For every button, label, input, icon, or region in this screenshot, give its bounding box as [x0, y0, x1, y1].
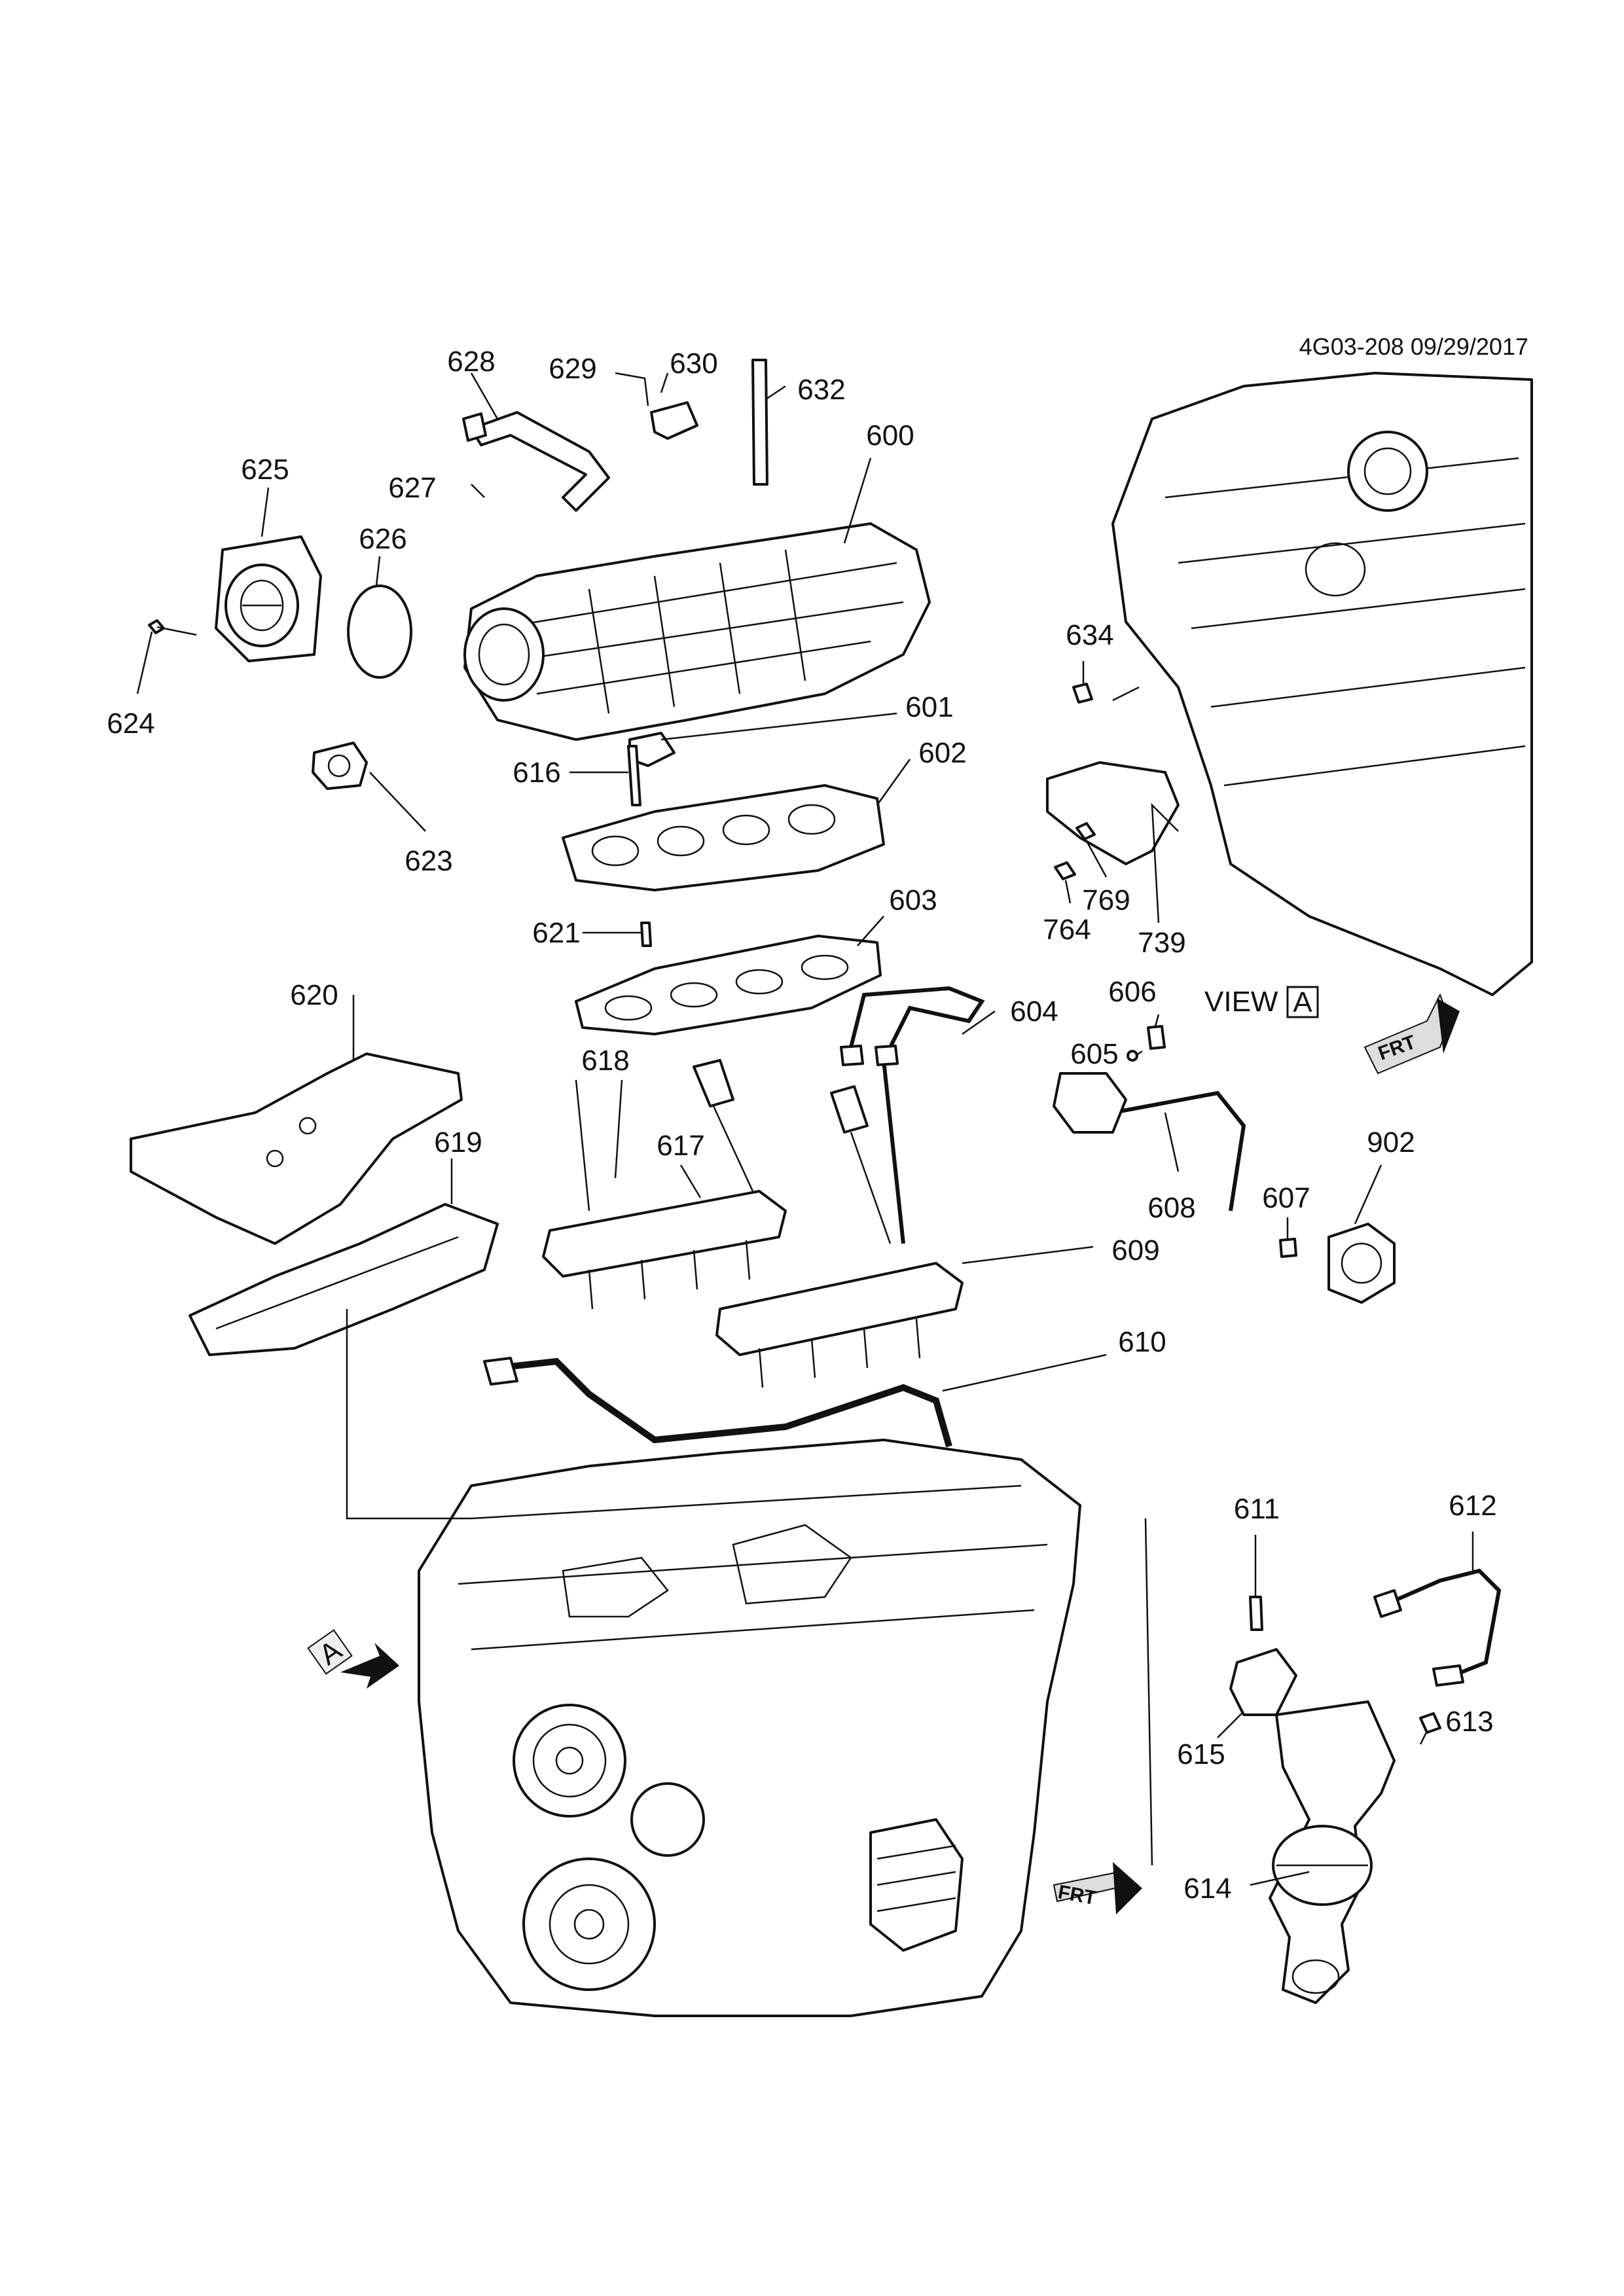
- callout-610: 610: [1118, 1326, 1166, 1358]
- nut-613: [1419, 1712, 1441, 1734]
- gasket-615: [1229, 1648, 1297, 1716]
- view-letter-text: A: [1293, 986, 1312, 1018]
- fuel-rail-right: [715, 1262, 964, 1388]
- callout-626: 626: [359, 523, 406, 555]
- callout-621: 621: [532, 917, 580, 949]
- callout-608: 608: [1147, 1192, 1195, 1224]
- callout-617: 617: [657, 1130, 704, 1162]
- engine-block: [418, 1439, 1081, 2017]
- callout-634: 634: [1066, 619, 1113, 651]
- view-a-label: VIEW A: [1204, 986, 1319, 1018]
- bolt-764: [1054, 861, 1076, 880]
- intake-manifold: [463, 522, 931, 741]
- callout-609: 609: [1111, 1234, 1159, 1266]
- callout-605: 605: [1070, 1038, 1118, 1070]
- callout-628: 628: [447, 346, 495, 378]
- callout-numbers: 628 629 630 632 600 625 627 626 624 623 …: [107, 346, 1496, 1905]
- callout-620: 620: [290, 979, 338, 1011]
- callout-764: 764: [1043, 914, 1091, 946]
- breather-tube-610: [483, 1357, 952, 1448]
- view-label-text: VIEW: [1204, 986, 1278, 1018]
- callout-624: 624: [107, 708, 154, 740]
- callout-607: 607: [1262, 1182, 1310, 1214]
- fuel-pump-902: [1327, 1223, 1396, 1304]
- diagram-reference: 4G03-208 09/29/2017: [1299, 333, 1528, 360]
- fuel-rail-left: [542, 1190, 787, 1310]
- callout-600: 600: [866, 420, 914, 452]
- engine-view-a: [1046, 372, 1533, 996]
- callout-629: 629: [549, 353, 596, 385]
- leader-lines: [136, 372, 1474, 1886]
- callout-623: 623: [405, 845, 452, 877]
- callout-632: 632: [797, 374, 845, 406]
- callout-769: 769: [1082, 884, 1130, 916]
- lower-gasket-603: [575, 935, 882, 1035]
- stud-611: [1249, 1596, 1263, 1631]
- bolt-607: [1279, 1238, 1297, 1258]
- bracket-739: [1046, 761, 1180, 865]
- view-letter-box: [1286, 986, 1319, 1018]
- pcv-hose: [462, 411, 610, 512]
- throttle-bolt: [148, 619, 197, 636]
- callout-602: 602: [918, 737, 966, 769]
- heat-shield-619: [189, 1203, 499, 1356]
- callout-611: 611: [1234, 1493, 1280, 1525]
- heat-shield-620: [130, 1052, 463, 1245]
- bolt-634: [1072, 683, 1093, 704]
- callout-606: 606: [1108, 976, 1156, 1008]
- throttle-body-gasket: [347, 584, 412, 679]
- callout-618: 618: [581, 1045, 629, 1077]
- seal-605: [1127, 1050, 1138, 1062]
- map-sensor: [312, 742, 368, 790]
- catalytic-converter-614: [1269, 1700, 1396, 2004]
- callout-601: 601: [905, 691, 953, 723]
- manifold-stud-632: [751, 359, 768, 486]
- callout-616: 616: [513, 757, 560, 789]
- bolt-621: [640, 922, 652, 947]
- callout-612: 612: [1449, 1490, 1496, 1522]
- high-pressure-pipe-608: [1053, 1072, 1246, 1211]
- callout-739: 739: [1138, 927, 1185, 959]
- callout-614: 614: [1183, 1873, 1231, 1905]
- callout-627: 627: [388, 472, 436, 504]
- sensor-630: [650, 401, 698, 440]
- callout-604: 604: [1010, 996, 1058, 1028]
- callout-619: 619: [434, 1126, 482, 1158]
- callout-625: 625: [241, 454, 289, 486]
- throttle-body: [215, 535, 322, 662]
- stud-616: [627, 745, 641, 806]
- view-a-marker: A: [307, 1629, 399, 1689]
- bolt-769: [1075, 822, 1096, 840]
- oxygen-sensor-612: [1373, 1568, 1502, 1687]
- front-arrow-bottom: FRT: [1053, 1862, 1142, 1914]
- injector-harness-617: [693, 1059, 892, 1244]
- callout-603: 603: [889, 884, 937, 916]
- callout-615: 615: [1177, 1738, 1225, 1770]
- callout-613: 613: [1445, 1706, 1493, 1738]
- upper-gasket-602: [562, 784, 885, 891]
- callout-902: 902: [1367, 1126, 1415, 1158]
- front-arrow-top: FRT: [1363, 993, 1460, 1075]
- fuel-feed-pipe-604: [840, 986, 985, 1244]
- callout-630: 630: [670, 348, 717, 380]
- fitting-606: [1147, 1025, 1166, 1050]
